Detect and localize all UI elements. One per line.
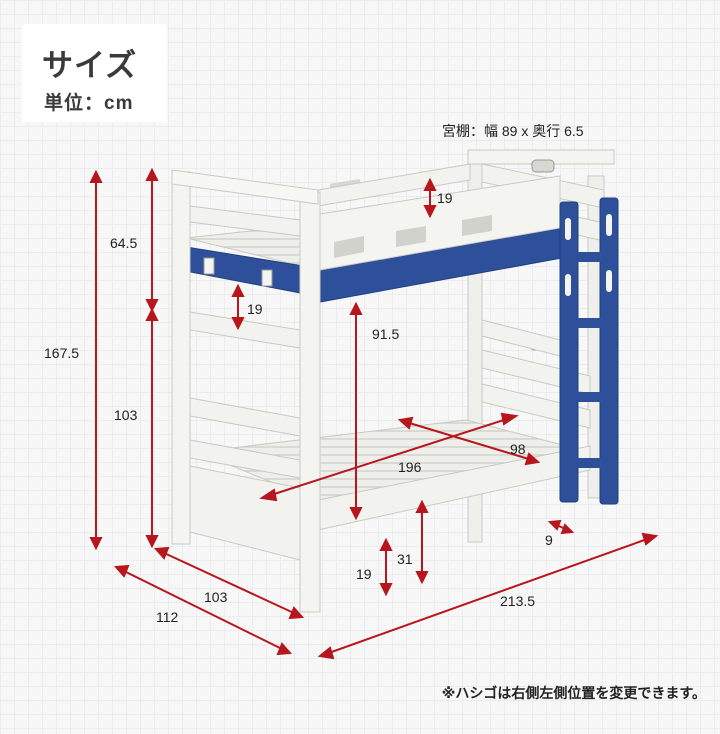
label-outer-width: 112 — [156, 609, 179, 625]
ladder-rung-1 — [572, 252, 606, 262]
label-floor-clearance: 19 — [356, 566, 372, 582]
dim-line-mattress-width — [405, 421, 533, 461]
dimension-lines — [89, 167, 659, 660]
ladder-rung-2 — [572, 318, 606, 328]
ladder-slot-3 — [565, 274, 571, 296]
unit-label: 単位：cm — [44, 93, 134, 114]
title-card: サイズ 単位：cm — [22, 24, 167, 122]
upper-shelf-lamp — [531, 159, 555, 173]
ladder-right-rail — [599, 197, 619, 505]
dim-line-outer-width — [121, 569, 285, 651]
dim-line-total-length — [325, 537, 651, 655]
left-end-mid-rail-2 — [189, 397, 301, 437]
lower-right-shelf — [481, 319, 561, 357]
label-between-beds: 91.5 — [372, 326, 399, 342]
dim-line-mattress-length — [267, 417, 511, 497]
label-ladder-depth: 9 — [545, 532, 553, 548]
left-end-mid-rail-1 — [189, 311, 301, 349]
left-end-low-rail — [189, 439, 301, 479]
ladder-slot-1 — [565, 218, 571, 240]
ladder-footnote: ※ハシゴは右側左側位置を変更できます。 — [441, 685, 706, 701]
ladder-slot-2 — [606, 214, 612, 236]
label-under-top-bed: 19 — [247, 301, 263, 317]
hook-right — [261, 269, 273, 287]
page-title: サイズ — [42, 48, 138, 83]
label-mattress-length: 196 — [398, 459, 422, 475]
bed-illustration — [171, 149, 619, 613]
label-top-guard: 64.5 — [110, 235, 137, 251]
left-end-bottom-rail — [189, 465, 301, 561]
hook-left — [203, 257, 215, 275]
left-front-post — [171, 171, 191, 545]
ladder-rung-4 — [572, 458, 606, 468]
ladder-rung-3 — [572, 392, 606, 402]
label-inner-width: 103 — [204, 589, 228, 605]
label-total-height: 167.5 — [44, 345, 79, 361]
left-end-cap — [171, 169, 319, 205]
guard-windows — [334, 215, 492, 258]
ladder-slot-4 — [606, 270, 612, 292]
left-end-top-rail — [189, 205, 301, 237]
label-bottom-frame: 31 — [397, 551, 413, 567]
label-mattress-width: 98 — [510, 441, 526, 457]
shelf-note: 宮棚：幅 89 x 奥行 6.5 — [442, 123, 584, 139]
dimension-labels: 167.5 64.5 103 19 19 91.5 196 98 19 31 9… — [44, 190, 553, 625]
label-lower-section: 103 — [114, 407, 138, 423]
left-back-post — [299, 191, 321, 613]
dim-line-inner-width — [161, 551, 297, 615]
ladder-left-rail — [559, 201, 579, 503]
label-total-length: 213.5 — [500, 593, 535, 609]
label-top-panel-gap: 19 — [437, 190, 453, 206]
